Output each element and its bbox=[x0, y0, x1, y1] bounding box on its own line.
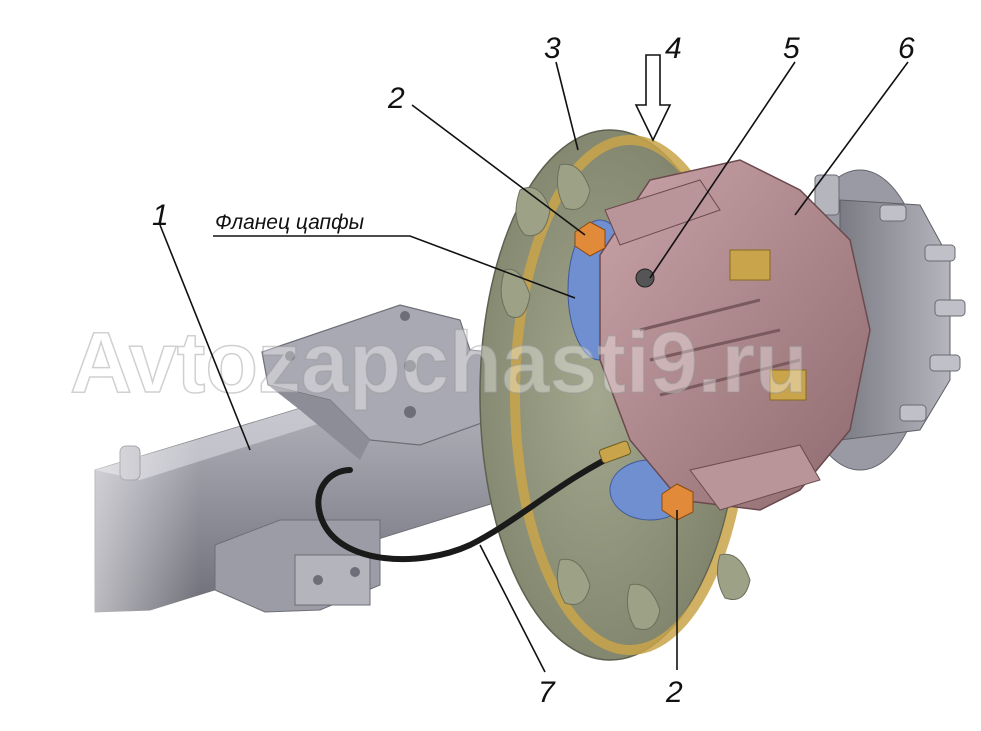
bolt-lower bbox=[661, 483, 694, 521]
callout-2-bottom: 2 bbox=[665, 676, 683, 709]
callout-3: 3 bbox=[544, 32, 561, 65]
direction-arrow-icon bbox=[634, 54, 672, 142]
brake-hose bbox=[315, 447, 628, 562]
callout-2-top: 2 bbox=[387, 82, 405, 115]
brake-pad-upper bbox=[729, 249, 771, 281]
callout-4: 4 bbox=[665, 32, 682, 65]
leader-2-top bbox=[411, 104, 586, 236]
leader-7 bbox=[479, 544, 546, 673]
leader-flange bbox=[213, 235, 576, 299]
callout-6: 6 bbox=[898, 32, 915, 65]
callout-1: 1 bbox=[152, 199, 169, 232]
leader-6 bbox=[794, 61, 909, 216]
leader-3 bbox=[555, 61, 579, 151]
flange-label: Фланец цапфы bbox=[215, 211, 365, 234]
leader-1 bbox=[159, 224, 251, 451]
brake-pad-lower bbox=[769, 369, 807, 401]
watermark: Avtozapchasti9.ru bbox=[70, 315, 808, 411]
leader-5 bbox=[649, 61, 796, 279]
callout-5: 5 bbox=[783, 32, 800, 65]
callout-7: 7 bbox=[538, 676, 556, 709]
bolt-upper bbox=[574, 221, 606, 257]
hose-fitting bbox=[598, 440, 632, 464]
brake-caliper bbox=[599, 159, 871, 511]
bleed-valve bbox=[635, 268, 655, 288]
